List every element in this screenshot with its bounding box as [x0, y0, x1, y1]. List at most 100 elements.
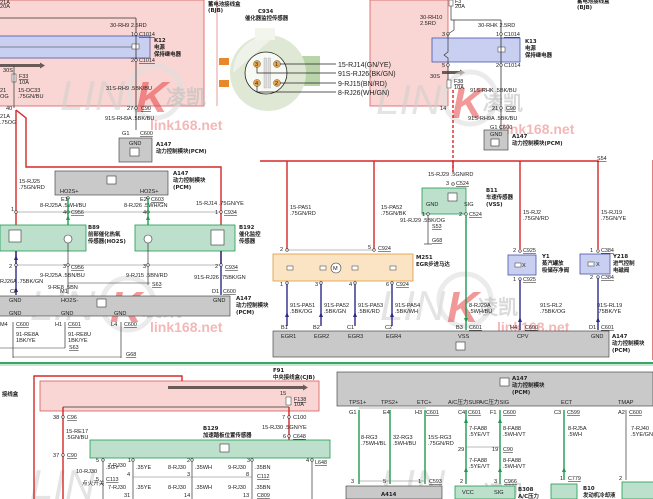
svg-text:G1: G1 — [122, 131, 129, 137]
svg-text:GND: GND — [490, 132, 502, 138]
svg-text:2: 2 — [275, 81, 278, 87]
svg-text:91-RE8U: 91-RE8U — [68, 332, 91, 338]
svg-text:GND: GND — [61, 311, 73, 317]
svg-text:29: 29 — [458, 447, 464, 453]
svg-text:动力控制模块: 动力控制模块 — [512, 381, 545, 389]
svg-text:2: 2 — [280, 247, 283, 253]
svg-text:.5GN/BU: .5GN/BU — [66, 435, 88, 441]
svg-text:15-DC33: 15-DC33 — [18, 88, 40, 94]
svg-text:C600: C600 — [525, 325, 538, 331]
svg-text:M251: M251 — [416, 255, 433, 261]
svg-text:C934: C934 — [225, 265, 238, 271]
svg-text:20A: 20A — [455, 4, 465, 10]
svg-text:.5GY: .5GY — [106, 465, 119, 471]
svg-text:.35BN: .35BN — [255, 465, 271, 471]
svg-text:1: 1 — [11, 207, 14, 213]
svg-text:M4: M4 — [0, 322, 8, 328]
svg-text:10A: 10A — [19, 80, 29, 86]
svg-text:CPV: CPV — [517, 334, 529, 340]
svg-text:B308: B308 — [518, 487, 534, 493]
svg-text:GND: GND — [9, 298, 21, 304]
svg-text:8-RJ26(WH/GN): 8-RJ26(WH/GN) — [338, 90, 389, 97]
svg-text:凌凯: 凌凯 — [166, 85, 206, 109]
svg-text:F138: F138 — [294, 397, 306, 403]
svg-text:LIN: LIN — [376, 76, 442, 123]
svg-text:C90: C90 — [67, 453, 77, 459]
svg-text:30-RH9 2.5RD: 30-RH9 2.5RD — [110, 23, 147, 29]
svg-text:8-RJ29A: 8-RJ29A — [469, 303, 491, 309]
svg-text:C384: C384 — [601, 275, 614, 281]
svg-text:EGR2: EGR2 — [314, 334, 329, 340]
svg-text:15-RJ19: 15-RJ19 — [601, 210, 622, 216]
svg-text:电源: 电源 — [525, 44, 536, 52]
svg-text:10-RJ30: 10-RJ30 — [76, 469, 97, 475]
svg-text:B2: B2 — [313, 325, 320, 331]
svg-text:14: 14 — [440, 106, 446, 112]
watermark: LIN K 凌凯 link168.net LIN K 凌凯 link168.ne… — [30, 63, 575, 499]
svg-text:1: 1 — [496, 32, 499, 38]
top-left-section: 21A 20A 蓄电池接线盒 (BJB) 30-RH9 2.5RD 1 C101… — [0, 0, 241, 126]
svg-text:2: 2 — [496, 63, 499, 69]
svg-text:31: 31 — [124, 493, 130, 499]
svg-text:C600: C600 — [629, 410, 642, 416]
svg-text:(PCM): (PCM) — [173, 185, 191, 191]
svg-text:A147: A147 — [512, 134, 528, 140]
svg-text:4: 4 — [349, 282, 352, 288]
svg-text:C601: C601 — [469, 325, 482, 331]
svg-text:7-FA88: 7-FA88 — [469, 426, 487, 432]
svg-text:1BK/YE: 1BK/YE — [68, 338, 88, 344]
pcm-bar-main — [272, 330, 610, 358]
svg-text:link168.net: link168.net — [150, 319, 223, 335]
svg-text:HO2S-: HO2S- — [61, 298, 78, 304]
svg-text:C934: C934 — [258, 9, 273, 15]
svg-text:21A: 21A — [0, 114, 10, 120]
svg-text:动力控制模块(PCM): 动力控制模块(PCM) — [512, 139, 563, 147]
svg-text:3: 3 — [315, 282, 318, 288]
svg-text:L4: L4 — [111, 322, 117, 328]
svg-text:C384: C384 — [601, 248, 614, 254]
svg-text:8-RJ25A .5WH/BU: 8-RJ25A .5WH/BU — [40, 203, 86, 209]
svg-text:C648: C648 — [293, 434, 306, 440]
vss-section: 15-RJ29 .5GN/RD 3 C524 GND SIG B11 车速传感器… — [400, 172, 514, 331]
svg-text:吸储存净阀: 吸储存净阀 — [542, 266, 570, 274]
svg-text:1: 1 — [513, 277, 516, 283]
svg-text:C600: C600 — [503, 410, 516, 416]
svg-text:C524: C524 — [469, 212, 482, 218]
svg-text:电磁阀: 电磁阀 — [613, 266, 630, 274]
svg-text:4: 4 — [255, 81, 258, 87]
svg-text:91-RE8A: 91-RE8A — [16, 332, 39, 338]
svg-text:5: 5 — [368, 245, 371, 251]
svg-text:15-RJ2: 15-RJ2 — [523, 210, 541, 216]
svg-text:9-RE8 .5BN: 9-RE8 .5BN — [48, 285, 78, 291]
svg-text:S63: S63 — [152, 282, 162, 288]
valve-y1 — [507, 254, 537, 276]
sensor-b11-vss — [421, 187, 467, 215]
svg-text:9-RJ15 .5BN/RD: 9-RJ15 .5BN/RD — [126, 273, 168, 279]
svg-text:.35YE: .35YE — [136, 465, 152, 471]
svg-text:3: 3 — [351, 479, 354, 485]
svg-text:.75WH/BL: .75WH/BL — [361, 441, 387, 447]
svg-text:催化监控: 催化监控 — [239, 230, 261, 238]
svg-text:B129: B129 — [203, 426, 219, 432]
svg-text:C600: C600 — [140, 131, 153, 137]
svg-text:2: 2 — [215, 264, 218, 270]
cpv-section: 15-RJ2 .75GN/RD 15-RJ19 .75GN/YE 2 C925 … — [507, 210, 635, 331]
svg-text:6: 6 — [386, 282, 389, 288]
svg-text:8-RJ5A: 8-RJ5A — [568, 426, 587, 432]
svg-text:C1014: C1014 — [139, 58, 155, 64]
svg-text:VSS: VSS — [458, 334, 469, 340]
svg-text:.5BK/WH: .5BK/WH — [395, 309, 418, 315]
svg-text:2: 2 — [187, 458, 190, 464]
svg-text:SIG: SIG — [494, 490, 504, 496]
svg-text:4: 4 — [63, 210, 66, 216]
svg-text:1: 1 — [560, 476, 563, 482]
svg-text:Y1: Y1 — [541, 254, 550, 260]
svg-text:E1: E1 — [61, 197, 68, 203]
svg-text:.75GN/RD: .75GN/RD — [290, 211, 316, 217]
svg-text:S63: S63 — [69, 345, 79, 351]
svg-text:2.5RD: 2.5RD — [420, 21, 436, 27]
svg-text:3: 3 — [442, 32, 445, 38]
svg-text:保持继电器: 保持继电器 — [524, 51, 553, 59]
svg-text:A147: A147 — [236, 296, 252, 302]
svg-text:30-RH10: 30-RH10 — [420, 15, 442, 21]
